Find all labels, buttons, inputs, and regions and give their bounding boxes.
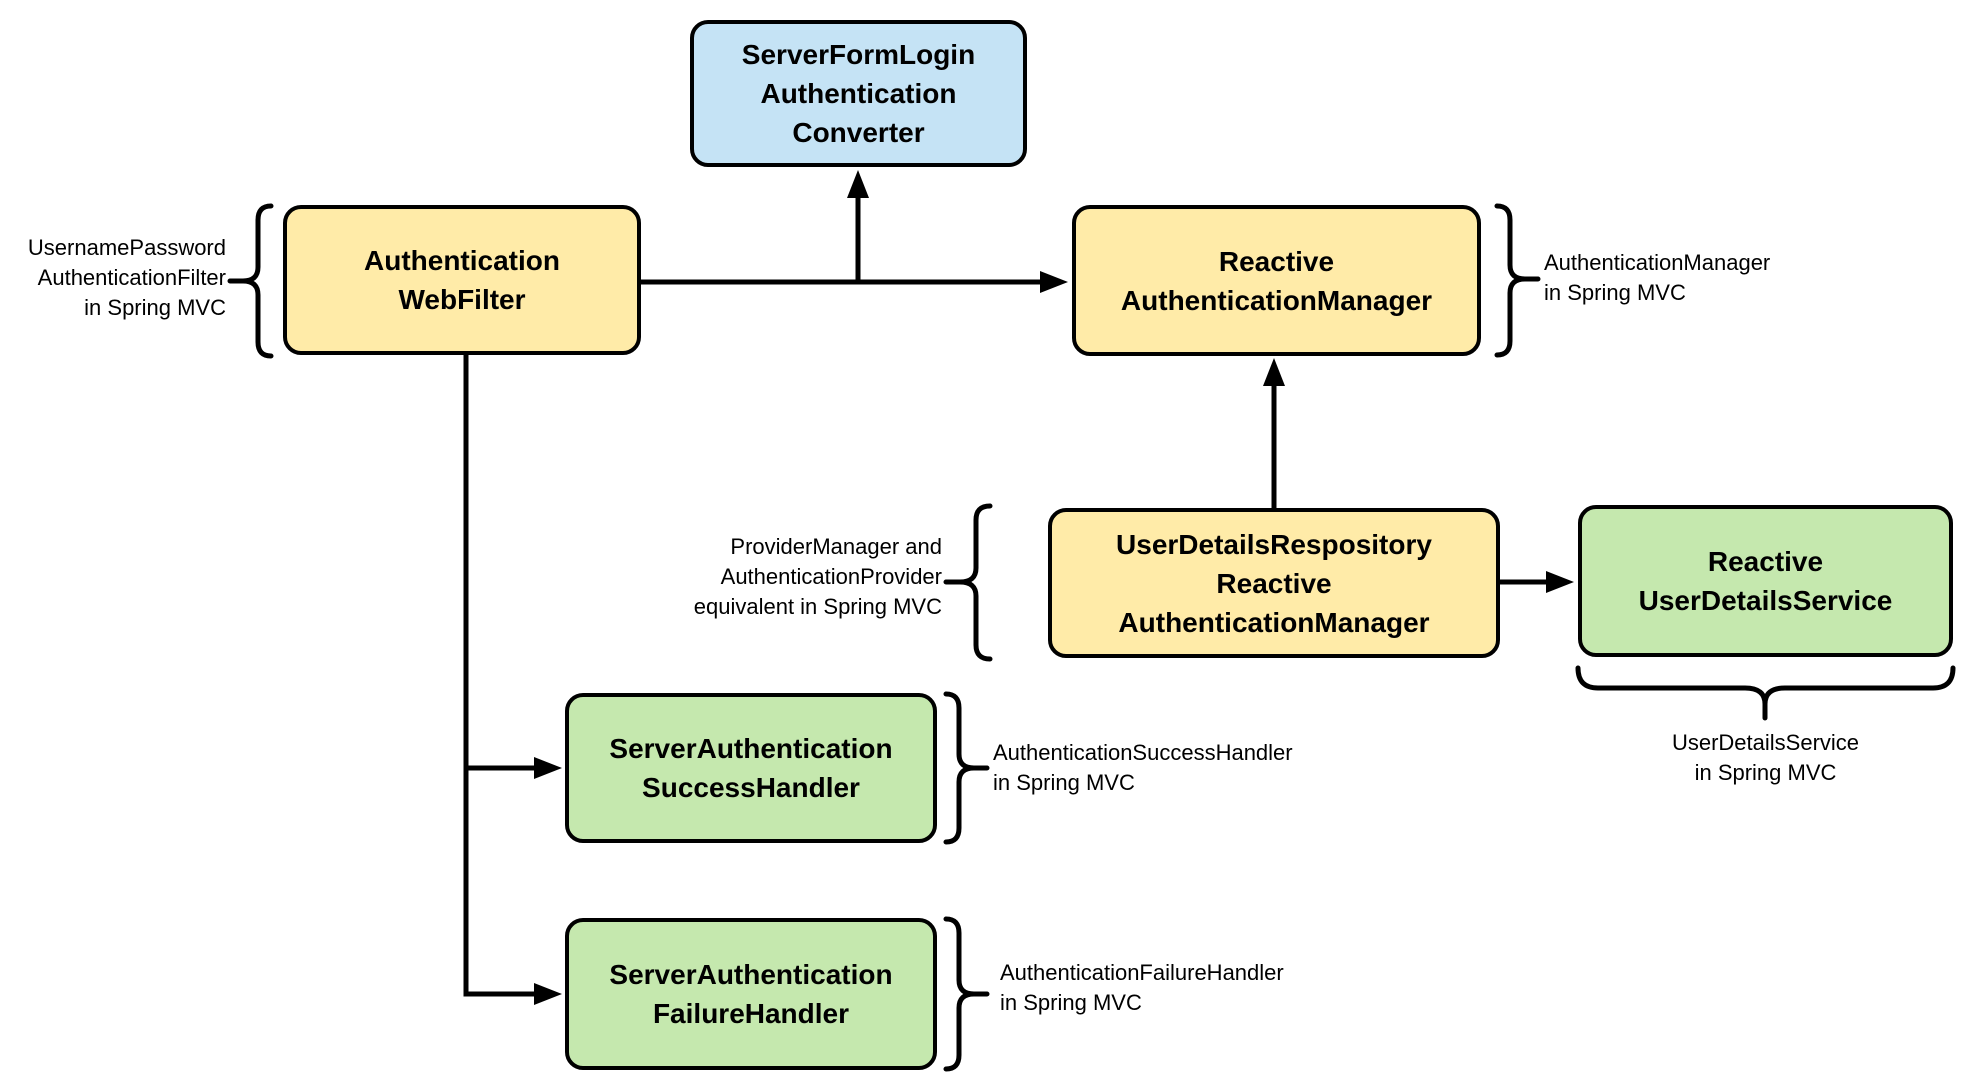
node-label-reactive-authentication-manager: Reactive AuthenticationManager — [1120, 245, 1433, 316]
arrow-udram-to-manager-head — [1263, 358, 1285, 386]
annotation-reactive-user-details-service: UserDetailsService in Spring MVC — [1671, 730, 1860, 785]
line-webfilter-down-elbow — [463, 353, 536, 997]
brace-reactive-user-details-service — [1575, 665, 1956, 721]
brace-webfilter — [227, 203, 274, 359]
node-reactive-authentication-manager: Reactive AuthenticationManager — [1072, 205, 1481, 356]
brace-success-handler — [943, 691, 990, 845]
node-label-success-handler: ServerAuthentication SuccessHandler — [609, 733, 893, 803]
annotation-udram: ProviderManager and AuthenticationProvid… — [693, 534, 942, 619]
node-user-details-repository-reactive-authentication-manager: UserDetailsRespository Reactive Authenti… — [1048, 508, 1500, 658]
brace-failure-handler — [943, 916, 990, 1072]
node-label-converter: ServerFormLogin Authentication Converter — [741, 39, 976, 148]
annotation-success-handler: AuthenticationSuccessHandler in Spring M… — [993, 740, 1293, 795]
node-authentication-web-filter: Authentication WebFilter — [283, 205, 641, 355]
arrow-to-success-head — [534, 757, 562, 779]
node-server-authentication-success-handler: ServerAuthentication SuccessHandler — [565, 693, 937, 843]
annotation-reactive-authentication-manager: AuthenticationManager in Spring MVC — [1544, 250, 1771, 305]
node-label-reactive-user-details-service: Reactive UserDetailsService — [1638, 546, 1893, 616]
node-server-form-login-authentication-converter: ServerFormLogin Authentication Converter — [690, 20, 1027, 167]
annotation-failure-handler: AuthenticationFailureHandler in Spring M… — [1000, 960, 1284, 1015]
node-label-udram: UserDetailsRespository Reactive Authenti… — [1116, 528, 1432, 638]
arrow-to-failure-head — [534, 983, 562, 1005]
annotation-web-filter: UsernamePassword AuthenticationFilter in… — [27, 235, 226, 320]
arrow-webfilter-to-manager-head — [1040, 271, 1068, 293]
arrow-udram-to-ruds-head — [1546, 571, 1574, 593]
brace-reactive-authentication-manager — [1494, 203, 1541, 358]
node-reactive-user-details-service: Reactive UserDetailsService — [1578, 505, 1953, 657]
node-server-authentication-failure-handler: ServerAuthentication FailureHandler — [565, 918, 937, 1070]
brace-udram — [943, 503, 993, 662]
arrow-to-converter-head — [847, 170, 869, 198]
node-label-failure-handler: ServerAuthentication FailureHandler — [609, 959, 893, 1029]
node-label-web-filter: Authentication WebFilter — [364, 245, 560, 315]
